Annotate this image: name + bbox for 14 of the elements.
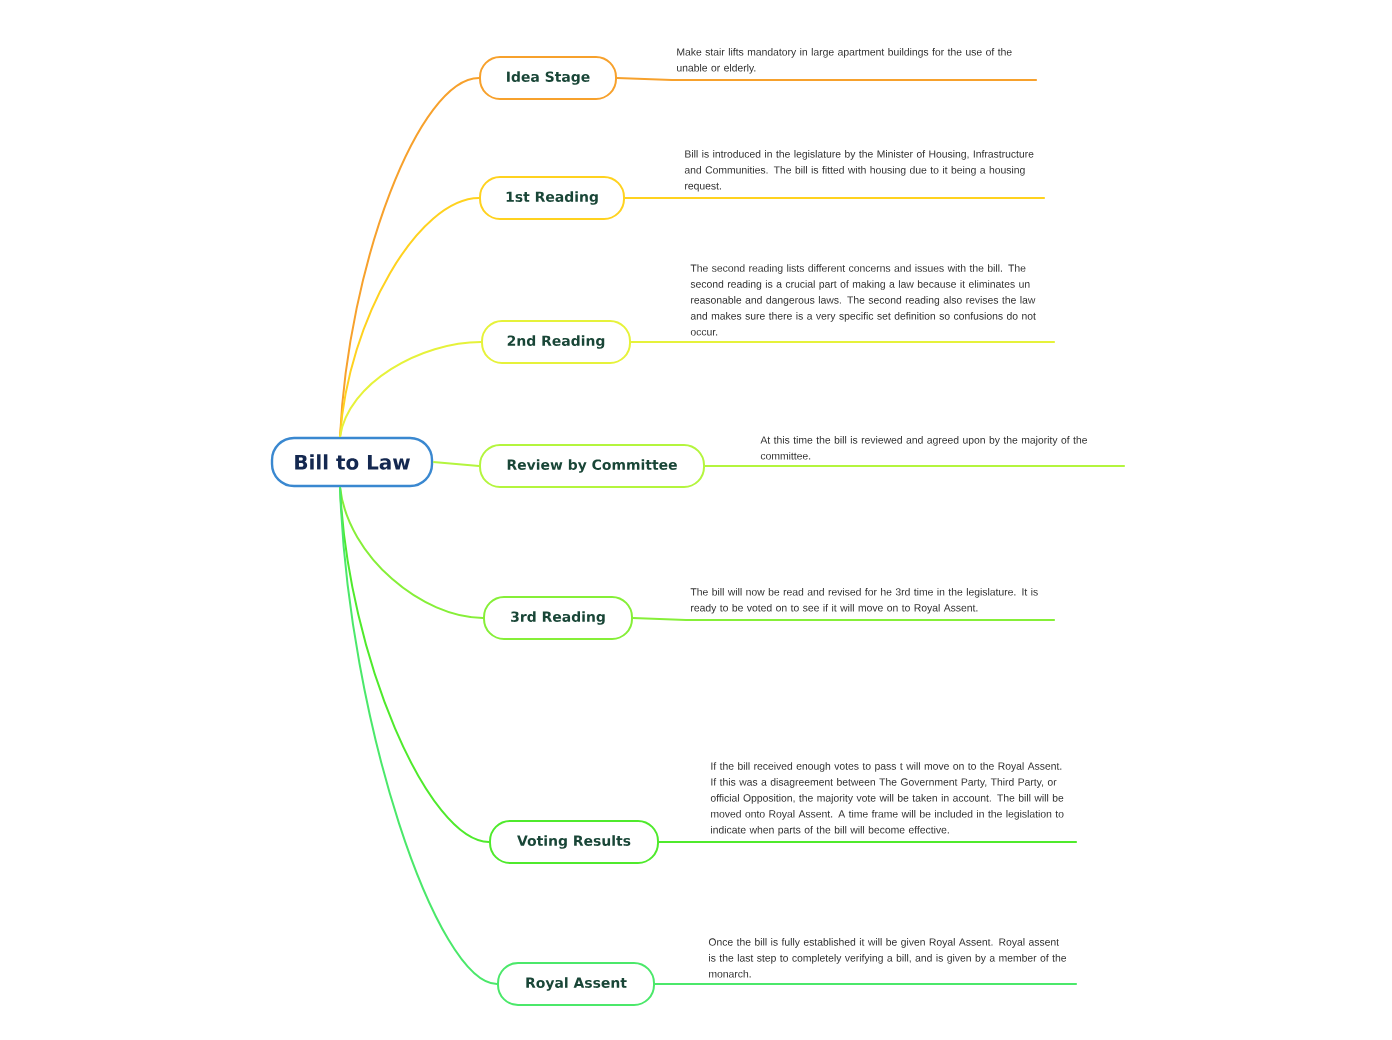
root-topic: Bill to Law <box>270 436 434 488</box>
branch-line <box>658 841 1078 843</box>
branch-line <box>632 617 1056 621</box>
branch-line <box>704 465 1126 467</box>
branch-line <box>654 983 1078 985</box>
branch-line <box>432 461 480 467</box>
branch-line <box>339 341 482 438</box>
branch-line <box>339 197 480 438</box>
branch-line <box>616 77 1038 81</box>
branch-line <box>339 486 498 985</box>
branch-line <box>339 77 480 438</box>
branch-line <box>339 486 484 619</box>
branch-line <box>630 341 1056 343</box>
branch-line <box>624 197 1046 199</box>
